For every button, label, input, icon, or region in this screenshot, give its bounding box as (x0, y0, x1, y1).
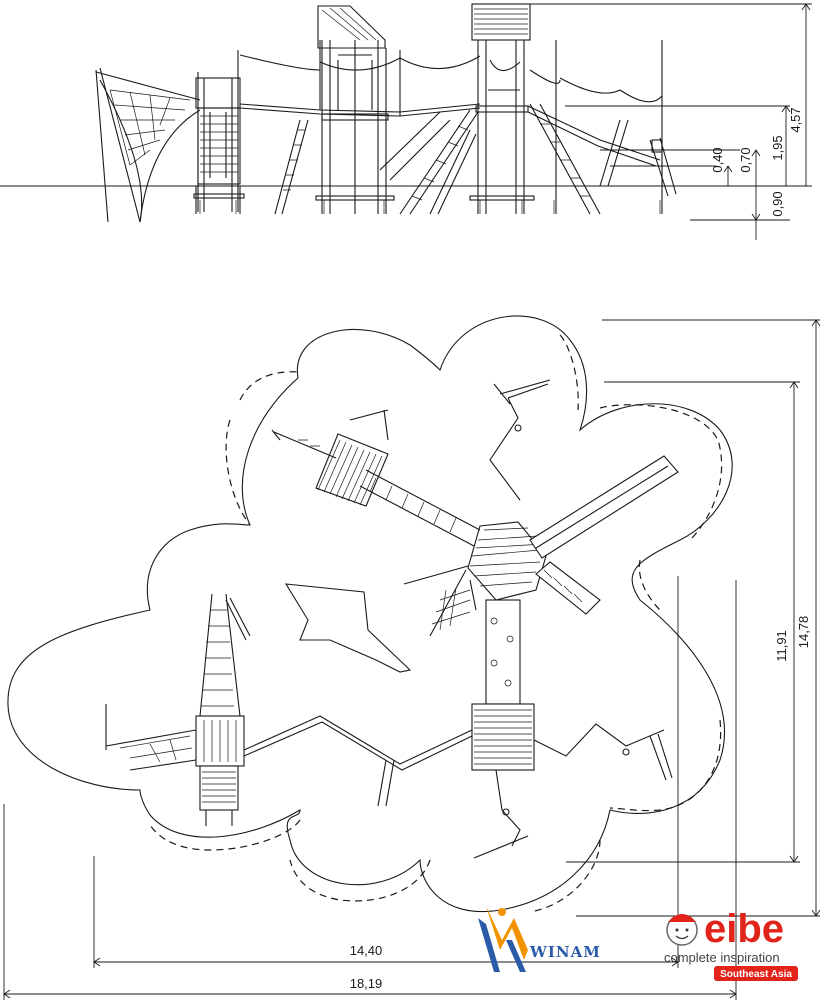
rope-top (489, 379, 551, 501)
winam-logo: WINAM (478, 906, 601, 972)
ladders-middle (379, 109, 479, 215)
tower-center (274, 5, 395, 215)
fall-zone-dashed (149, 334, 723, 913)
dim-platform-height: 1,95 (770, 135, 785, 160)
foundation-posts (199, 200, 661, 214)
climbing-net-left (95, 67, 201, 223)
wing-upper-left (271, 409, 481, 547)
net-lower-left (403, 565, 477, 637)
eibe-logo: eibe complete inspiration Southeast Asia (664, 907, 798, 981)
dim-below-ground: 0,90 (770, 191, 785, 216)
dim-width-inner: 14,40 (350, 943, 383, 958)
tower-left-plan (105, 593, 251, 826)
canopy-cables (239, 54, 481, 71)
safety-zone-outline (7, 315, 733, 913)
dim-level-b: 0,40 (710, 147, 725, 172)
rope-right (533, 723, 673, 781)
tower-right (469, 3, 535, 214)
ladder-lower-right (535, 561, 601, 615)
dim-total-height: 4,57 (788, 107, 803, 132)
slide-upper-right (529, 455, 679, 559)
plan-dimensions (3, 319, 821, 1000)
dim-width-outer: 18,19 (350, 976, 383, 991)
region-badge (714, 966, 798, 981)
dim-level-a: 0,70 (738, 147, 753, 172)
plan-view: 11,91 14,78 14,40 18,19 (3, 315, 821, 1000)
tower-lower-center (471, 703, 535, 771)
dim-depth-outer: 14,78 (796, 616, 811, 649)
eibe-face-icon (666, 914, 698, 946)
dim-depth-inner: 11,91 (774, 630, 789, 662)
side-elevation: 4,57 1,95 0,70 0,40 0,90 (0, 3, 812, 240)
region-label: Southeast Asia (720, 969, 792, 980)
tower-left (193, 50, 245, 214)
winam-wordmark: WINAM (529, 943, 601, 961)
winam-mark-icon (486, 906, 528, 960)
eibe-wordmark: eibe (704, 907, 784, 951)
rope-bottom (473, 769, 529, 859)
climbing-wall-shape (284, 583, 412, 673)
rope-bridge (239, 103, 481, 113)
structures-right (527, 40, 677, 215)
hex-platform (467, 521, 547, 601)
rope-bridge-lower (243, 715, 473, 807)
side-dimensions (530, 3, 812, 240)
bridge-center-vertical (485, 599, 521, 705)
eibe-tagline: complete inspiration (664, 950, 780, 965)
